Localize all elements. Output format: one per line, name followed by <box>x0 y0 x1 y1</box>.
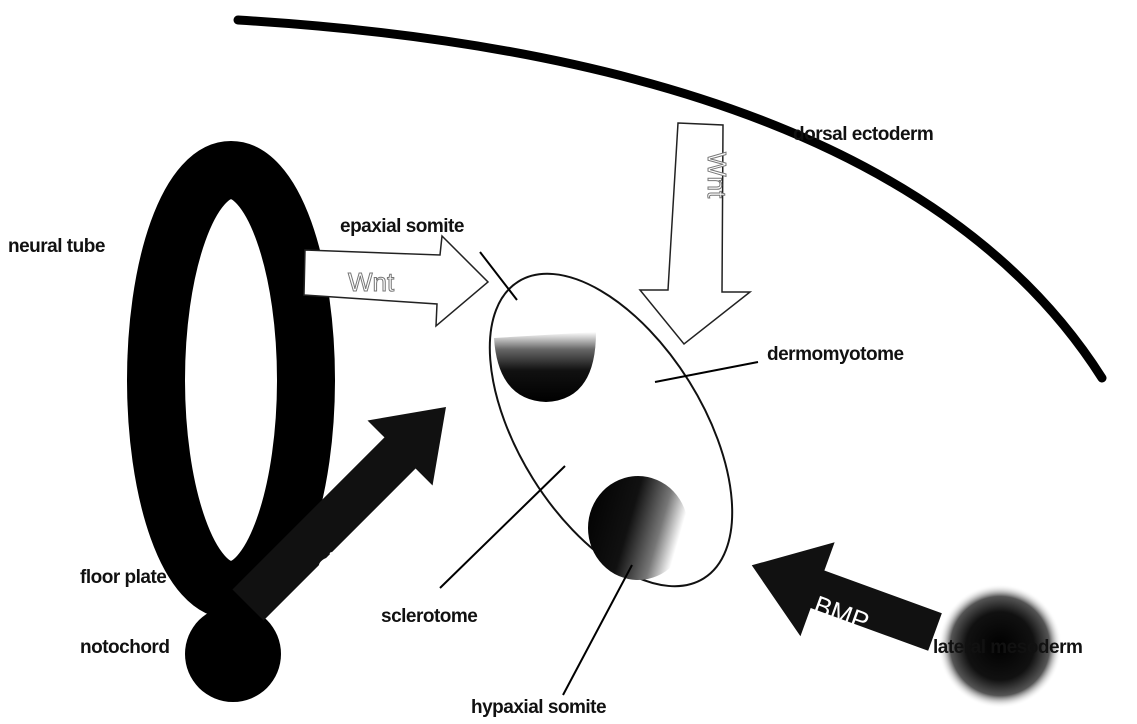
notochord-label: notochord <box>80 637 169 658</box>
dermomyotome-label: dermomyotome <box>767 344 904 365</box>
notochord-shape <box>185 606 281 702</box>
epaxial-somite-label: epaxial somite <box>340 216 464 237</box>
hypaxial-leader-line <box>563 565 632 695</box>
hypaxial-somite-label: hypaxial somite <box>471 697 606 718</box>
neural-tube-label: neural tube <box>8 236 105 257</box>
hypaxial-somite-spot <box>588 476 688 580</box>
sclerotome-label: sclerotome <box>381 606 477 627</box>
epaxial-leader-line <box>480 252 517 300</box>
wnt-neural-arrow <box>304 236 488 326</box>
floor-plate-label: floor plate <box>80 567 166 588</box>
sclerotome-leader-line <box>440 466 565 588</box>
wnt-ectoderm-label: Wnt <box>702 152 732 199</box>
lateral-mesoderm-label: lateral mesoderm <box>933 637 1082 658</box>
dorsal-ectoderm-label: dorsal ectoderm <box>793 124 933 145</box>
wnt-ectoderm-arrow <box>640 123 750 344</box>
neural-tube-shape <box>156 170 306 590</box>
wnt-neural-label: Wnt <box>348 267 395 297</box>
